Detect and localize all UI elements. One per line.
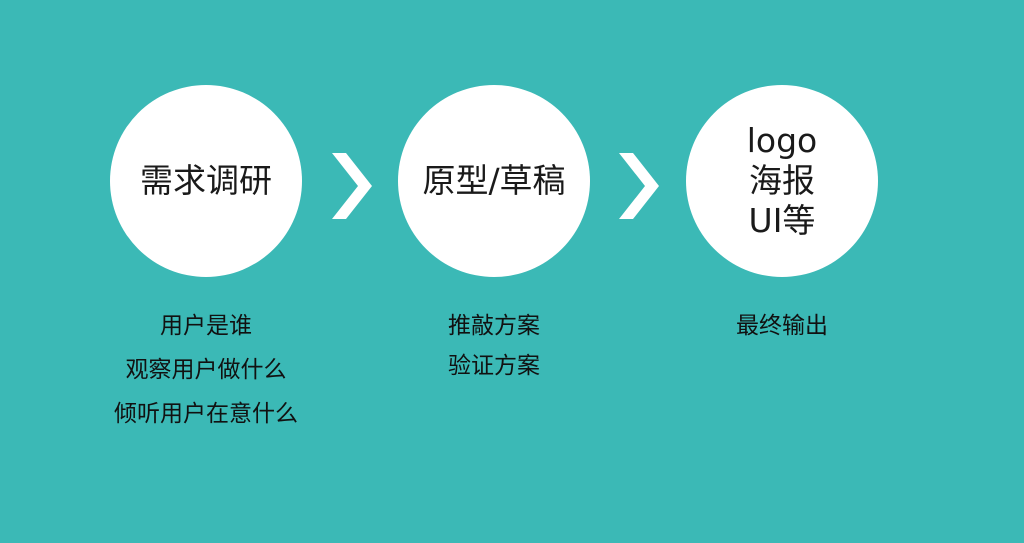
chevron-right-icon	[330, 151, 374, 221]
step-prototype-detail-1: 推敲方案	[448, 313, 540, 339]
step-prototype-detail-2: 验证方案	[448, 353, 540, 379]
step-research-title: 需求调研	[140, 161, 272, 200]
step-output-title-line-2: 海报	[749, 161, 815, 200]
step-research-detail-2: 观察用户做什么	[125, 357, 287, 383]
step-output-details: 最终输出	[626, 311, 938, 355]
step-research-circle: 需求调研	[110, 85, 302, 277]
step-output-title: logo 海报 UI等	[747, 121, 818, 241]
chevron-right-icon	[617, 151, 661, 221]
step-output-title-line-3: UI等	[748, 201, 816, 240]
step-prototype-details: 推敲方案 验证方案	[338, 311, 650, 391]
step-output: logo 海报 UI等 最终输出	[686, 85, 878, 339]
step-output-detail-1: 最终输出	[736, 313, 828, 339]
step-output-circle: logo 海报 UI等	[686, 85, 878, 277]
step-research: 需求调研 用户是谁 观察用户做什么 倾听用户在意什么	[110, 85, 302, 427]
step-research-details: 用户是谁 观察用户做什么 倾听用户在意什么	[50, 311, 362, 443]
step-prototype-title: 原型/草稿	[422, 161, 566, 200]
step-research-detail-3: 倾听用户在意什么	[114, 401, 298, 427]
step-research-detail-1: 用户是谁	[160, 313, 252, 339]
step-prototype: 原型/草稿 推敲方案 验证方案	[398, 85, 590, 379]
step-output-title-line-1: logo	[746, 121, 818, 160]
step-prototype-circle: 原型/草稿	[398, 85, 590, 277]
